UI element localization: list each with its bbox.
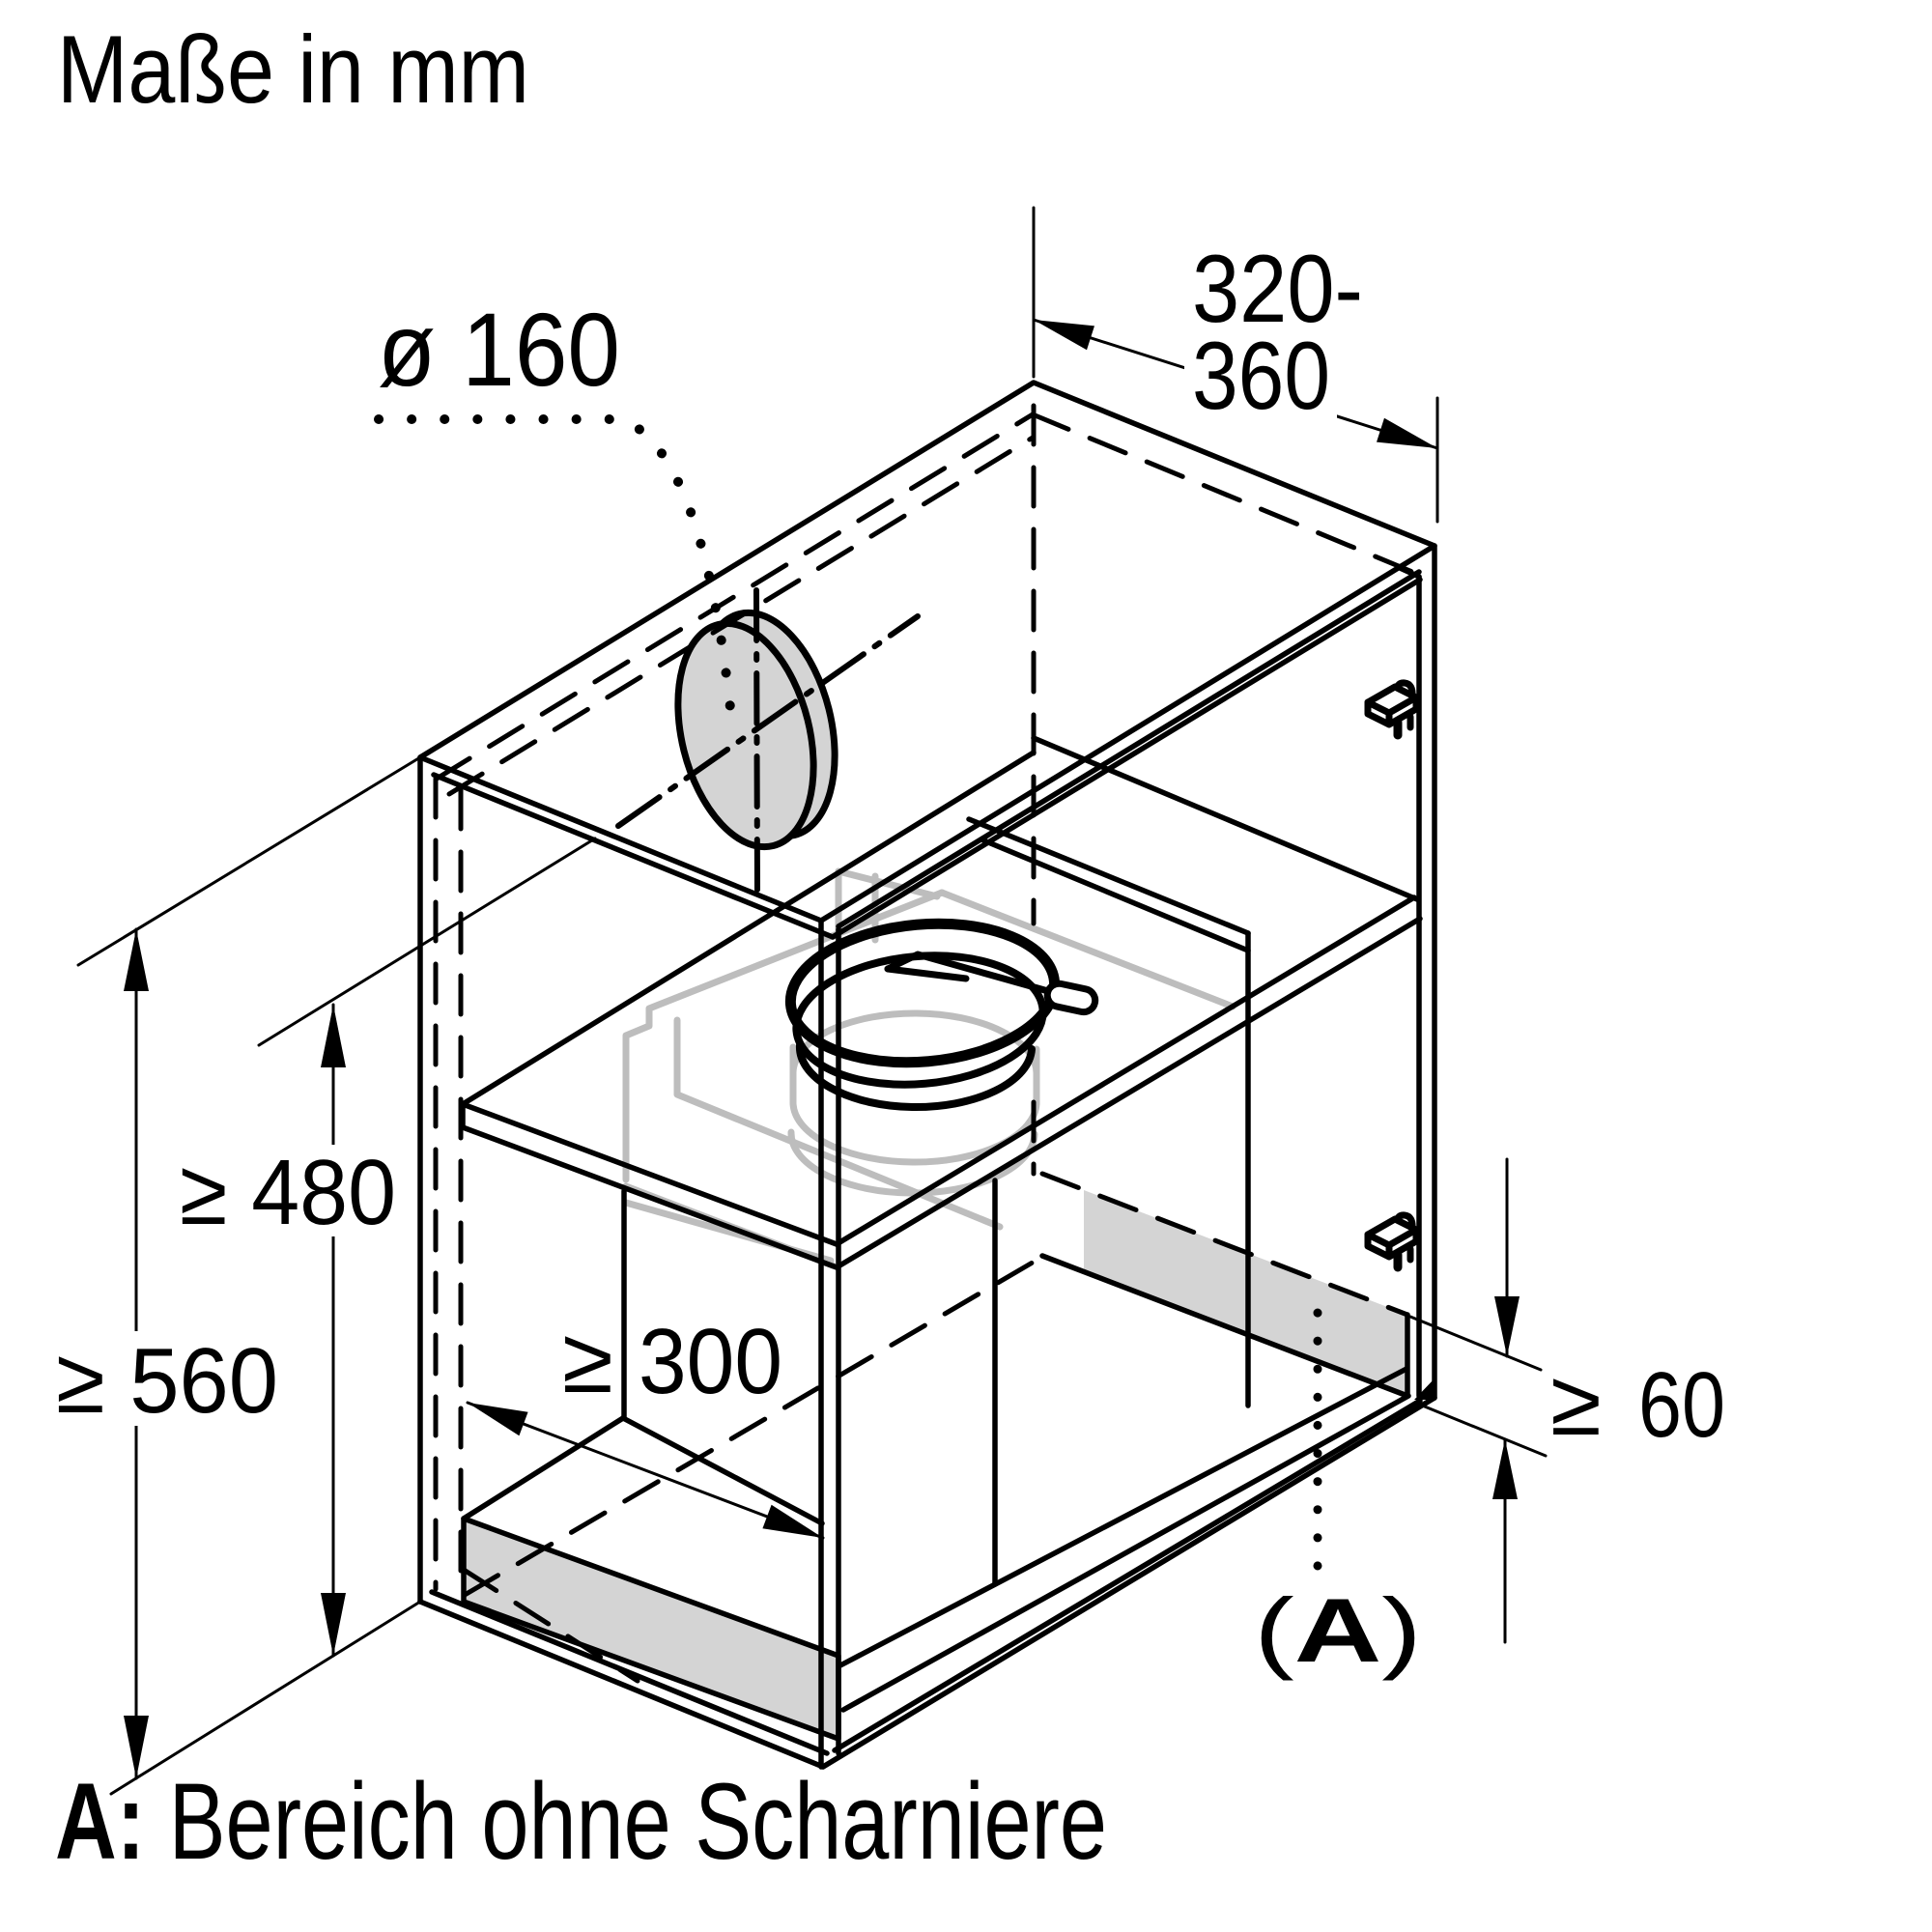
svg-text:320-: 320- bbox=[1192, 235, 1363, 342]
svg-text:360: 360 bbox=[1192, 322, 1330, 429]
svg-text:ø 160: ø 160 bbox=[378, 291, 620, 408]
svg-text:≥ 560: ≥ 560 bbox=[56, 1329, 278, 1433]
svg-text:≥ 480: ≥ 480 bbox=[180, 1141, 396, 1244]
svg-text:60: 60 bbox=[1638, 1353, 1725, 1457]
svg-text:≥: ≥ bbox=[1550, 1351, 1602, 1455]
svg-text:300: 300 bbox=[639, 1310, 782, 1413]
svg-text:≥: ≥ bbox=[562, 1309, 613, 1412]
svg-text:A: Bereich ohne Scharniere: A: Bereich ohne Scharniere bbox=[55, 1761, 1107, 1882]
svg-text:Maße in mm: Maße in mm bbox=[57, 15, 529, 123]
svg-text:(A): (A) bbox=[1254, 1579, 1422, 1681]
